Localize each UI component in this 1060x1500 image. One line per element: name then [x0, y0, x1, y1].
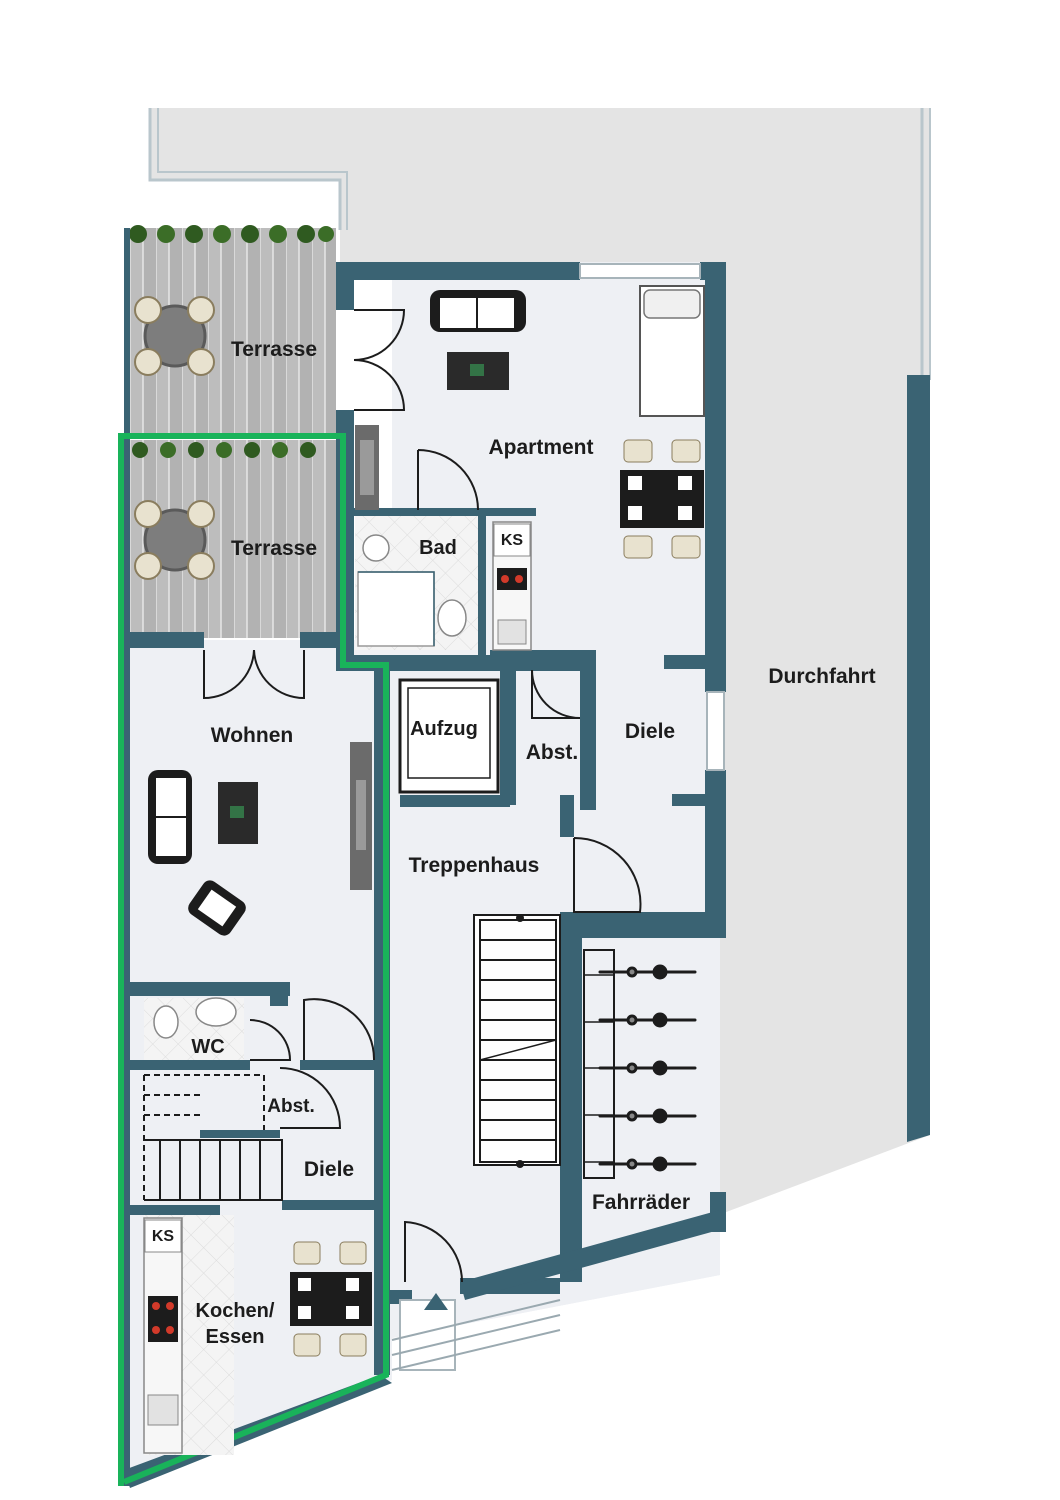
apartment-furniture	[355, 285, 705, 559]
wc-fixtures	[144, 997, 244, 1060]
entrance	[391, 1293, 561, 1371]
terrace-top	[124, 225, 336, 433]
doors	[203, 309, 642, 1283]
windows	[399, 263, 725, 1371]
sofa-living-icon	[148, 770, 192, 864]
patio-table-bottom-icon	[134, 500, 215, 580]
outdoor-area	[148, 108, 931, 1268]
plant-row-bottom-icon	[132, 442, 316, 458]
tv-unit-icon	[350, 742, 372, 890]
bathroom-fixtures	[355, 516, 478, 650]
dining-table-apartment-icon	[620, 439, 704, 559]
entrance-arrow-icon	[424, 1293, 448, 1310]
terrace-bottom	[124, 440, 336, 638]
label-essen: Essen	[206, 1326, 265, 1348]
room-labels: Terrasse Terrasse Apartment Bad KS Durch…	[152, 338, 876, 1348]
cooktop-kitchen-icon	[148, 1296, 178, 1342]
living-furniture	[148, 742, 372, 936]
label-treppenhaus: Treppenhaus	[409, 854, 540, 877]
label-wohnen: Wohnen	[211, 724, 293, 747]
wc-toilet-icon	[153, 1005, 179, 1039]
label-diele-lower: Diele	[304, 1158, 354, 1181]
label-ks-kitchen: KS	[152, 1228, 175, 1245]
label-ks-apartment: KS	[501, 532, 524, 549]
armchair-icon	[188, 880, 246, 936]
label-terrasse-top: Terrasse	[231, 338, 317, 361]
bicycle-icon	[598, 964, 697, 1172]
label-abst-upper: Abst.	[526, 741, 579, 764]
dining-table-kitchen-icon	[290, 1241, 372, 1357]
label-wc: WC	[191, 1036, 224, 1058]
label-abst-lower: Abst.	[267, 1096, 315, 1117]
walls	[124, 228, 726, 1488]
sink-apartment-icon	[497, 619, 527, 645]
label-kochen: Kochen/	[196, 1300, 275, 1322]
elevator	[398, 678, 500, 794]
bathroom-toilet-icon	[437, 599, 467, 637]
cooktop-apartment-icon	[497, 568, 527, 590]
patio-table-top-icon	[134, 296, 215, 376]
coffee-table-living-icon	[218, 782, 258, 844]
plant-row-top-icon	[129, 225, 334, 243]
coffee-table-icon	[447, 352, 509, 390]
label-aufzug: Aufzug	[410, 718, 478, 740]
wardrobe-apartment-icon	[355, 425, 379, 510]
bed-icon	[639, 285, 705, 417]
internal-staircase	[143, 1074, 283, 1201]
kitchenette-apartment	[492, 521, 532, 651]
label-fahrraeder: Fahrräder	[592, 1191, 690, 1214]
main-staircase	[473, 914, 561, 1168]
label-terrasse-bottom: Terrasse	[231, 537, 317, 560]
label-diele-upper: Diele	[625, 720, 675, 743]
wc-sink-icon	[195, 997, 237, 1027]
kitchen	[143, 1215, 372, 1455]
label-apartment: Apartment	[488, 436, 593, 459]
unit-highlight-outline	[118, 433, 389, 1486]
sink-kitchen-icon	[147, 1394, 179, 1426]
bike-room	[583, 949, 697, 1179]
label-durchfahrt: Durchfahrt	[768, 665, 875, 688]
label-bad: Bad	[419, 537, 457, 559]
bathroom-sink-icon	[362, 534, 390, 562]
sofa-icon	[430, 290, 526, 332]
